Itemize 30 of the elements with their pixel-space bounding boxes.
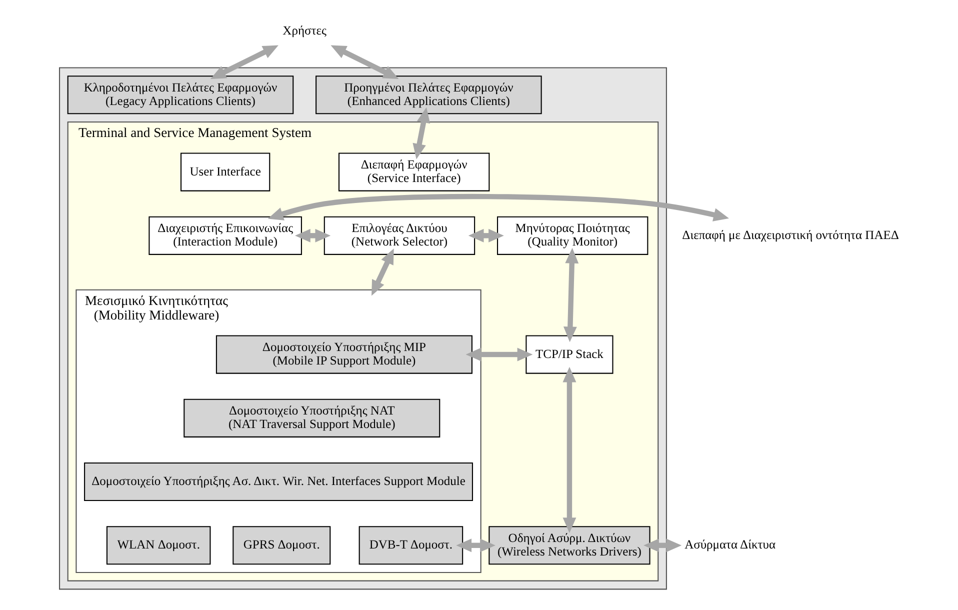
node-box: Κληροδοτημένοι Πελάτες Εφαρμογών (Legacy Applications Clients) (67, 76, 294, 114)
arrow (268, 194, 729, 222)
node-box: Δομοστοιχείο Υποστήριξης MIP (Mobile IP Support Module) (216, 335, 472, 374)
node-box: Μηνύτορας Ποιότητας (Quality Monitor) (496, 216, 648, 255)
arrow (372, 248, 394, 296)
node-text: Ασύρματα Δίκτυα (684, 538, 776, 552)
node-box: Διεπαφή Εφαρμογών (Service Interface) (338, 152, 490, 192)
node-box: Δομοστοιχείο Υποστήριξης Ασ. Δικτ. Wir. Net. Interfaces Support Module (84, 462, 473, 502)
arrow (644, 538, 682, 552)
node-box: Προηγμένοι Πελάτες Εφαρμογών (Enhanced Applications Clients) (316, 76, 542, 114)
arrow (466, 348, 533, 362)
node-box: GPRS Δομοστ. (232, 526, 331, 565)
node-text: Χρήστες (282, 23, 326, 38)
arrow (295, 228, 331, 242)
arrow (412, 107, 430, 160)
node-box: Διαχειριστής Επικοινωνίας (Interaction Module) (148, 216, 302, 255)
arrow (210, 45, 278, 79)
node-box: TCP/IP Stack (526, 335, 614, 374)
arrow (330, 45, 399, 79)
node-box: Επιλογέας Δικτύου (Network Selector) (324, 216, 476, 255)
node-box: Δομοστοιχείο Υποστήριξης NAT (NAT Traversal Support Module) (184, 398, 440, 438)
arrow (562, 366, 576, 533)
node-box: WLAN Δομοστ. (106, 526, 211, 565)
node-text: Διεπαφή με Διαχειριστική οντότητα ΠΑΕΔ (682, 228, 899, 242)
arrow (456, 538, 496, 552)
node-box: DVB-T Δομοστ. (358, 526, 464, 565)
arrow (563, 248, 579, 342)
node-box: User Interface (180, 152, 270, 192)
node-box: Οδηγοί Ασύρμ. Δικτύων (Wireless Networks Drivers) (488, 526, 650, 565)
arrow (468, 228, 504, 242)
